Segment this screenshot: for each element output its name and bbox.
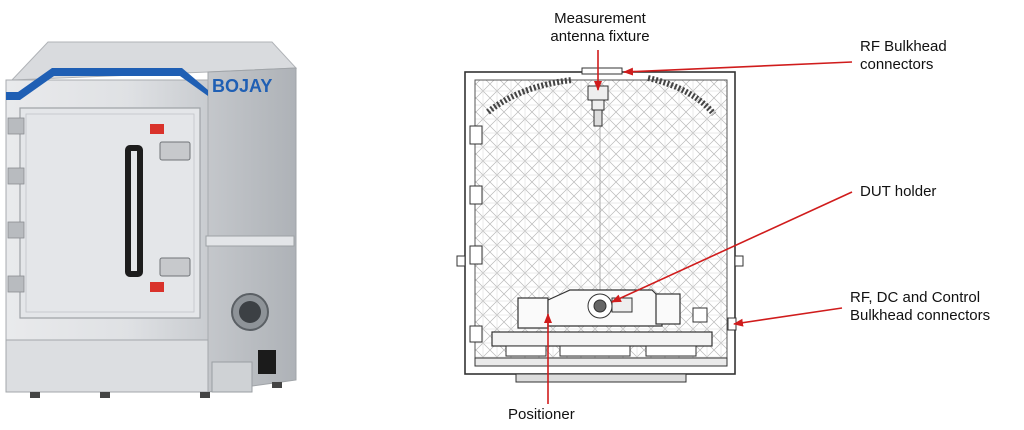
arrow-rf-dc-control [733, 307, 843, 327]
cabinet-door [19, 107, 201, 319]
label-line: DUT holder [860, 183, 937, 200]
label-dut-holder: DUT holder [860, 183, 1010, 201]
label-line: antenna fixture [550, 28, 650, 45]
warning-stickers [150, 124, 164, 292]
label-line: Positioner [508, 406, 575, 423]
blue-stripe [6, 68, 208, 100]
label-rf-dc-control: RF, DC and Control Bulkhead connectors [850, 289, 1020, 325]
shield-box-photo: BOJAY [5, 41, 298, 398]
label-line: RF, DC and Control [850, 289, 981, 306]
label-line: Measurement [554, 10, 646, 27]
door-handle [125, 145, 143, 277]
side-bulkhead-box [692, 307, 708, 323]
brand-logo: BOJAY [212, 76, 272, 96]
antenna-fixture [587, 85, 609, 127]
label-rf-bulkhead-connectors: RF Bulkhead connectors [860, 38, 1010, 74]
cabinet-base [5, 339, 209, 393]
door-hinges [7, 117, 25, 293]
annotation-arrows [544, 50, 853, 404]
arrow-rf-bulkhead [623, 61, 853, 76]
right-wall-tabs [456, 255, 744, 267]
label-positioner: Positioner [508, 406, 598, 424]
label-line: connectors [860, 56, 934, 73]
label-measurement-antenna-fixture: Measurement antenna fixture [530, 10, 670, 46]
chamber-drawing [456, 67, 744, 383]
arc-rail-right [647, 75, 717, 116]
door-latches [159, 141, 191, 277]
arrow-dut-holder [611, 191, 853, 303]
power-switch [258, 350, 276, 374]
arc-rail-left [486, 77, 573, 115]
label-line: Bulkhead connectors [850, 307, 991, 324]
chamber-base-plate [474, 357, 728, 367]
left-wall-hinges [469, 125, 483, 343]
positioner-rail [491, 331, 713, 347]
cabinet-side [207, 67, 297, 393]
side-shelf [205, 235, 295, 247]
top-bulkhead-plate [581, 67, 623, 75]
label-line: RF Bulkhead [860, 38, 947, 55]
cabinet-feet [30, 382, 282, 398]
